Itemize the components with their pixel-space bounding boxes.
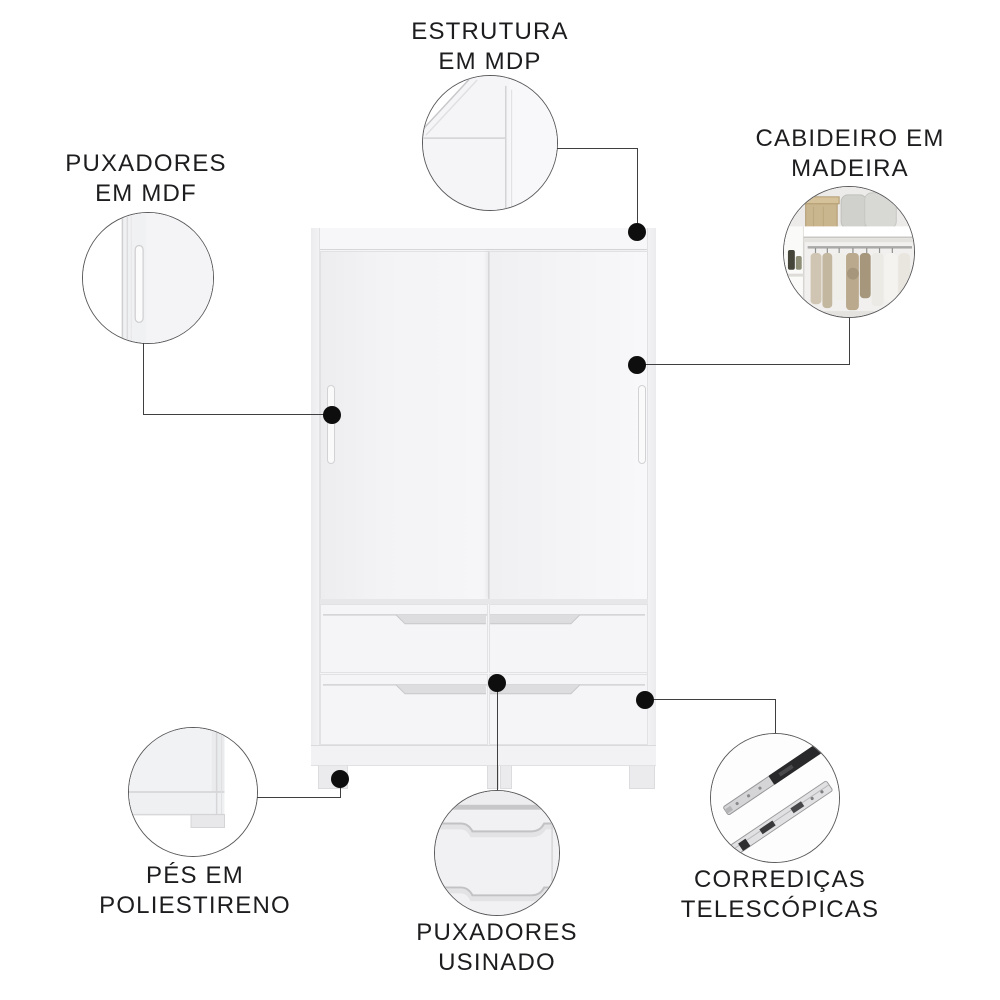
label-line: MADEIRA bbox=[791, 155, 909, 182]
sliding-door-left bbox=[320, 251, 489, 600]
connector-puxadores-mdf bbox=[143, 343, 144, 415]
door-handle-groove-icon bbox=[83, 213, 213, 343]
drawer-top-right bbox=[489, 604, 648, 673]
callout-label-puxadores-usinado: PUXADORES USINADO bbox=[347, 918, 647, 978]
label-line: PUXADORES bbox=[416, 919, 578, 946]
cabinet-top-corner-icon bbox=[423, 76, 557, 210]
callout-dot-pes bbox=[331, 770, 349, 788]
label-line: PÉS EM bbox=[146, 862, 244, 889]
wardrobe-base bbox=[311, 745, 656, 766]
connector-corredicas bbox=[775, 699, 776, 733]
drawer-bottom-right bbox=[489, 674, 648, 745]
callout-circle-puxadores-usinado bbox=[434, 790, 560, 916]
callout-label-corredicas: CORREDIÇAS TELESCÓPICAS bbox=[625, 865, 935, 925]
connector-corredicas bbox=[645, 699, 776, 700]
drawer-handle-groove bbox=[490, 614, 645, 625]
label-line: TELESCÓPICAS bbox=[680, 896, 880, 923]
callout-dot-puxadores-mdf bbox=[323, 406, 341, 424]
callout-label-pes: PÉS EM POLIESTIRENO bbox=[45, 861, 345, 921]
wardrobe-foot-center-a bbox=[487, 766, 499, 789]
connector-cabideiro bbox=[637, 364, 850, 365]
door-track bbox=[320, 599, 648, 604]
callout-label-cabideiro: CABIDEIRO EM MADEIRA bbox=[700, 124, 1000, 184]
drawer-handle-groove-icon bbox=[435, 791, 559, 915]
drawer-top-left bbox=[320, 604, 488, 673]
callout-label-estrutura: ESTRUTURA EM MDP bbox=[340, 17, 640, 77]
drawer-bottom-left bbox=[320, 674, 488, 745]
label-line: CORREDIÇAS bbox=[693, 866, 867, 893]
label-line: PUXADORES bbox=[65, 150, 227, 177]
callout-circle-puxadores-mdf bbox=[82, 212, 214, 344]
telescopic-slides-icon bbox=[711, 734, 839, 862]
wardrobe-foot-right bbox=[629, 766, 655, 789]
connector-puxadores-mdf bbox=[143, 414, 333, 415]
connector-cabideiro bbox=[849, 318, 850, 365]
drawer-handle-groove bbox=[322, 684, 487, 695]
callout-circle-cabideiro bbox=[783, 186, 915, 318]
callout-dot-corredicas bbox=[636, 691, 654, 709]
door-handle-left bbox=[327, 385, 335, 464]
callout-dot-cabideiro bbox=[628, 356, 646, 374]
wardrobe-foot-center-b bbox=[500, 766, 512, 789]
wardrobe-side-panel-left bbox=[311, 228, 320, 766]
label-line: EM MDP bbox=[438, 48, 542, 75]
closet-interior-photo-icon bbox=[784, 187, 914, 317]
callout-dot-estrutura bbox=[628, 223, 646, 241]
label-line: CABIDEIRO EM bbox=[755, 125, 945, 152]
label-line: POLIESTIRENO bbox=[99, 892, 291, 919]
label-line: EM MDF bbox=[95, 180, 197, 207]
callout-circle-corredicas bbox=[710, 733, 840, 863]
callout-circle-pes bbox=[128, 727, 258, 857]
callout-dot-puxadores-usinado bbox=[488, 674, 506, 692]
drawer-handle-groove bbox=[490, 684, 645, 695]
connector-pes bbox=[340, 779, 341, 798]
connector-puxadores-usinado bbox=[497, 683, 498, 790]
label-line: ESTRUTURA bbox=[411, 18, 569, 45]
drawer-handle-groove bbox=[322, 614, 487, 625]
wardrobe-side-panel-right bbox=[647, 228, 656, 766]
door-handle-right bbox=[638, 385, 646, 464]
callout-label-puxadores-mdf: PUXADORES EM MDF bbox=[0, 149, 292, 209]
label-line: USINADO bbox=[438, 949, 556, 976]
wardrobe-top-panel bbox=[311, 228, 656, 250]
connector-estrutura bbox=[637, 148, 638, 233]
plastic-foot-corner-icon bbox=[129, 728, 257, 856]
connector-estrutura bbox=[557, 148, 638, 149]
sliding-door-right bbox=[489, 251, 648, 600]
callout-circle-estrutura bbox=[422, 75, 558, 211]
connector-pes bbox=[257, 797, 341, 798]
